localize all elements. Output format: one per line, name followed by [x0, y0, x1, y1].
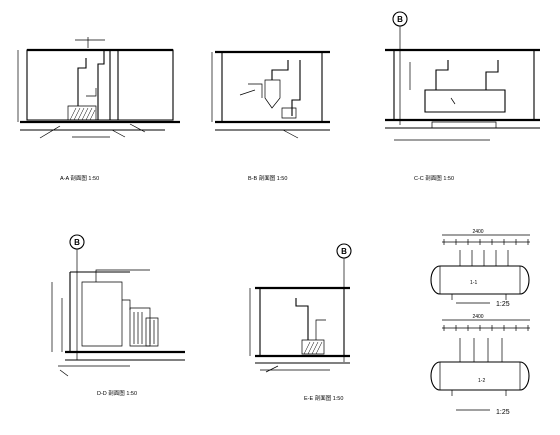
- caption-backdrop: [246, 175, 298, 181]
- detail-2: 2400 1-2 1:25: [431, 314, 530, 416]
- leader-line: [40, 126, 60, 138]
- pipe-riser: [272, 60, 288, 80]
- room-outline: [394, 50, 534, 120]
- caption-backdrop: [302, 395, 356, 401]
- detail-scale: 1:25: [496, 301, 510, 308]
- detail-scale: 1:25: [496, 409, 510, 416]
- view-e: B E-E 剖面图 1:50: [250, 244, 356, 402]
- view-caption: B-B 剖面图 1:50: [248, 174, 287, 182]
- hatch-fill: [304, 342, 322, 354]
- vessel-outline: [431, 362, 529, 390]
- pipe-riser: [296, 298, 308, 340]
- axis-marker-label: B: [397, 15, 403, 24]
- view-caption: D-D 剖面图 1:50: [97, 389, 137, 397]
- pipe-branch: [316, 320, 326, 340]
- view-caption: E-E 剖面图 1:50: [304, 394, 343, 402]
- pipe-branch: [248, 84, 262, 98]
- leader-line: [283, 130, 298, 138]
- pipe-riser: [292, 60, 300, 116]
- detail-label: 1-2: [478, 378, 485, 384]
- pump: [282, 108, 296, 118]
- dimension-ticks: [444, 325, 528, 331]
- vessel-outline: [431, 266, 529, 294]
- pipe-riser: [98, 50, 104, 120]
- nozzles: [460, 338, 502, 362]
- separator-vessel: [265, 80, 280, 108]
- leader-line: [112, 130, 125, 137]
- equipment-unit: [146, 318, 158, 346]
- equipment-unit: [130, 308, 150, 346]
- leader-line: [240, 90, 255, 95]
- caption-backdrop: [95, 390, 149, 396]
- tank-marker: [451, 98, 455, 104]
- view-caption: C-C 剖面图 1:50: [414, 174, 454, 182]
- dimension-ticks: [444, 239, 528, 245]
- supports: [452, 390, 506, 396]
- leader-line: [60, 370, 68, 376]
- equipment-base: [302, 340, 324, 354]
- hatch-fill: [70, 108, 95, 120]
- view-c: B C-C 剖面图 1:50: [385, 12, 540, 182]
- view-d: B D-D 剖面图 1:50: [52, 235, 185, 397]
- nozzles: [460, 250, 508, 266]
- room-outline: [27, 50, 173, 120]
- view-caption: A-A 剖面图 1:50: [60, 174, 99, 182]
- caption-backdrop: [412, 175, 466, 181]
- caption-backdrop: [58, 175, 108, 181]
- detail-label: 1-1: [470, 280, 477, 286]
- pipe-branch: [86, 88, 96, 96]
- pipe-branch: [122, 300, 130, 310]
- view-a: A-A 剖面图 1:50: [18, 37, 180, 182]
- equipment-tank: [425, 90, 505, 112]
- pipe-branch: [96, 270, 150, 282]
- axis-marker-label: B: [74, 238, 80, 247]
- pipe-riser: [78, 58, 86, 106]
- pipe-riser: [436, 60, 448, 90]
- leader-line: [130, 124, 145, 132]
- supports: [452, 294, 506, 300]
- equipment-base: [432, 122, 496, 128]
- detail-1: 2400 1-1 1:25: [431, 229, 530, 308]
- leader-line: [266, 366, 278, 372]
- axis-marker-label: B: [341, 247, 347, 256]
- pipe-riser: [486, 60, 498, 90]
- dimension-total: 2400: [472, 314, 483, 320]
- equipment-housing: [82, 282, 122, 346]
- view-b: B-B 剖面图 1:50: [212, 52, 330, 182]
- room-outline: [222, 52, 322, 122]
- dimension-total: 2400: [472, 229, 483, 235]
